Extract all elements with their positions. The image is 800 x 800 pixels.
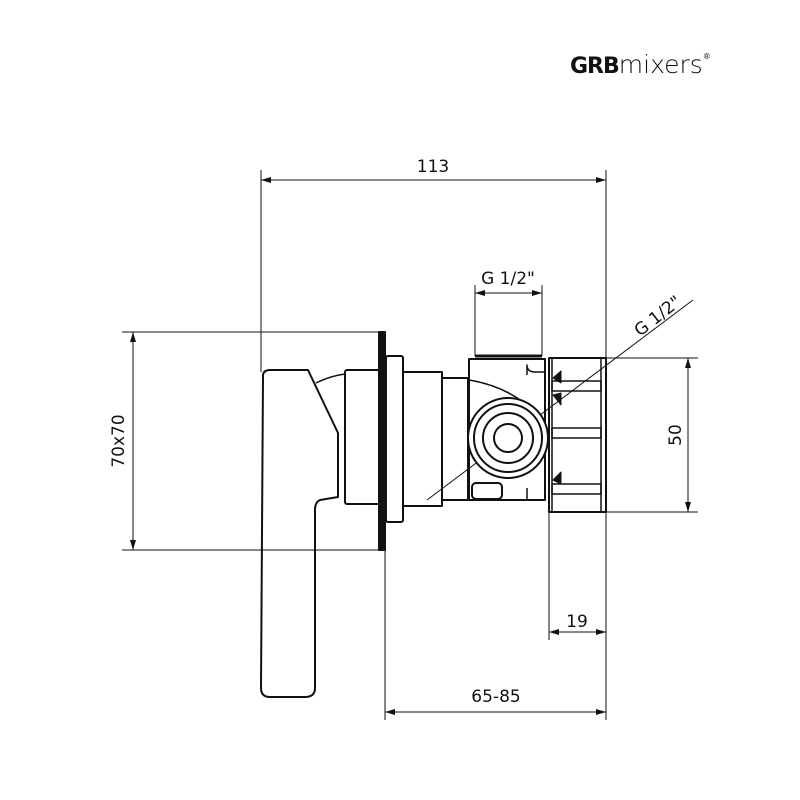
dimension-lines [130, 177, 694, 715]
valve-body [468, 358, 546, 501]
dim-g-half-top: G 1/2" [481, 269, 535, 289]
dim-19: 19 [566, 612, 588, 632]
lever-handle [260, 369, 339, 698]
dim-113: 113 [417, 157, 449, 177]
dim-65-85: 65-85 [471, 687, 520, 707]
mixer-outline [260, 331, 607, 698]
dim-70x70: 70x70 [109, 414, 129, 467]
registered-mark: ® [702, 52, 711, 61]
body-section-1 [402, 371, 443, 507]
dim-50: 50 [666, 424, 686, 446]
body-section-2 [441, 377, 469, 501]
escutcheon-sleeve [385, 355, 404, 523]
outlet-ring-outer [467, 397, 549, 479]
dim-g-half-diagonal: G 1/2" [631, 292, 686, 341]
dimension-labels: 113 G 1/2" G 1/2" 70x70 50 19 65-85 [109, 157, 686, 707]
brand-bold: GRB [570, 54, 620, 79]
brand-logo: GRBmixers® [570, 50, 711, 79]
mounting-block [548, 357, 607, 513]
brand-light: mixers [618, 50, 703, 79]
extension-lines [122, 170, 698, 720]
wall-plate [378, 331, 386, 551]
